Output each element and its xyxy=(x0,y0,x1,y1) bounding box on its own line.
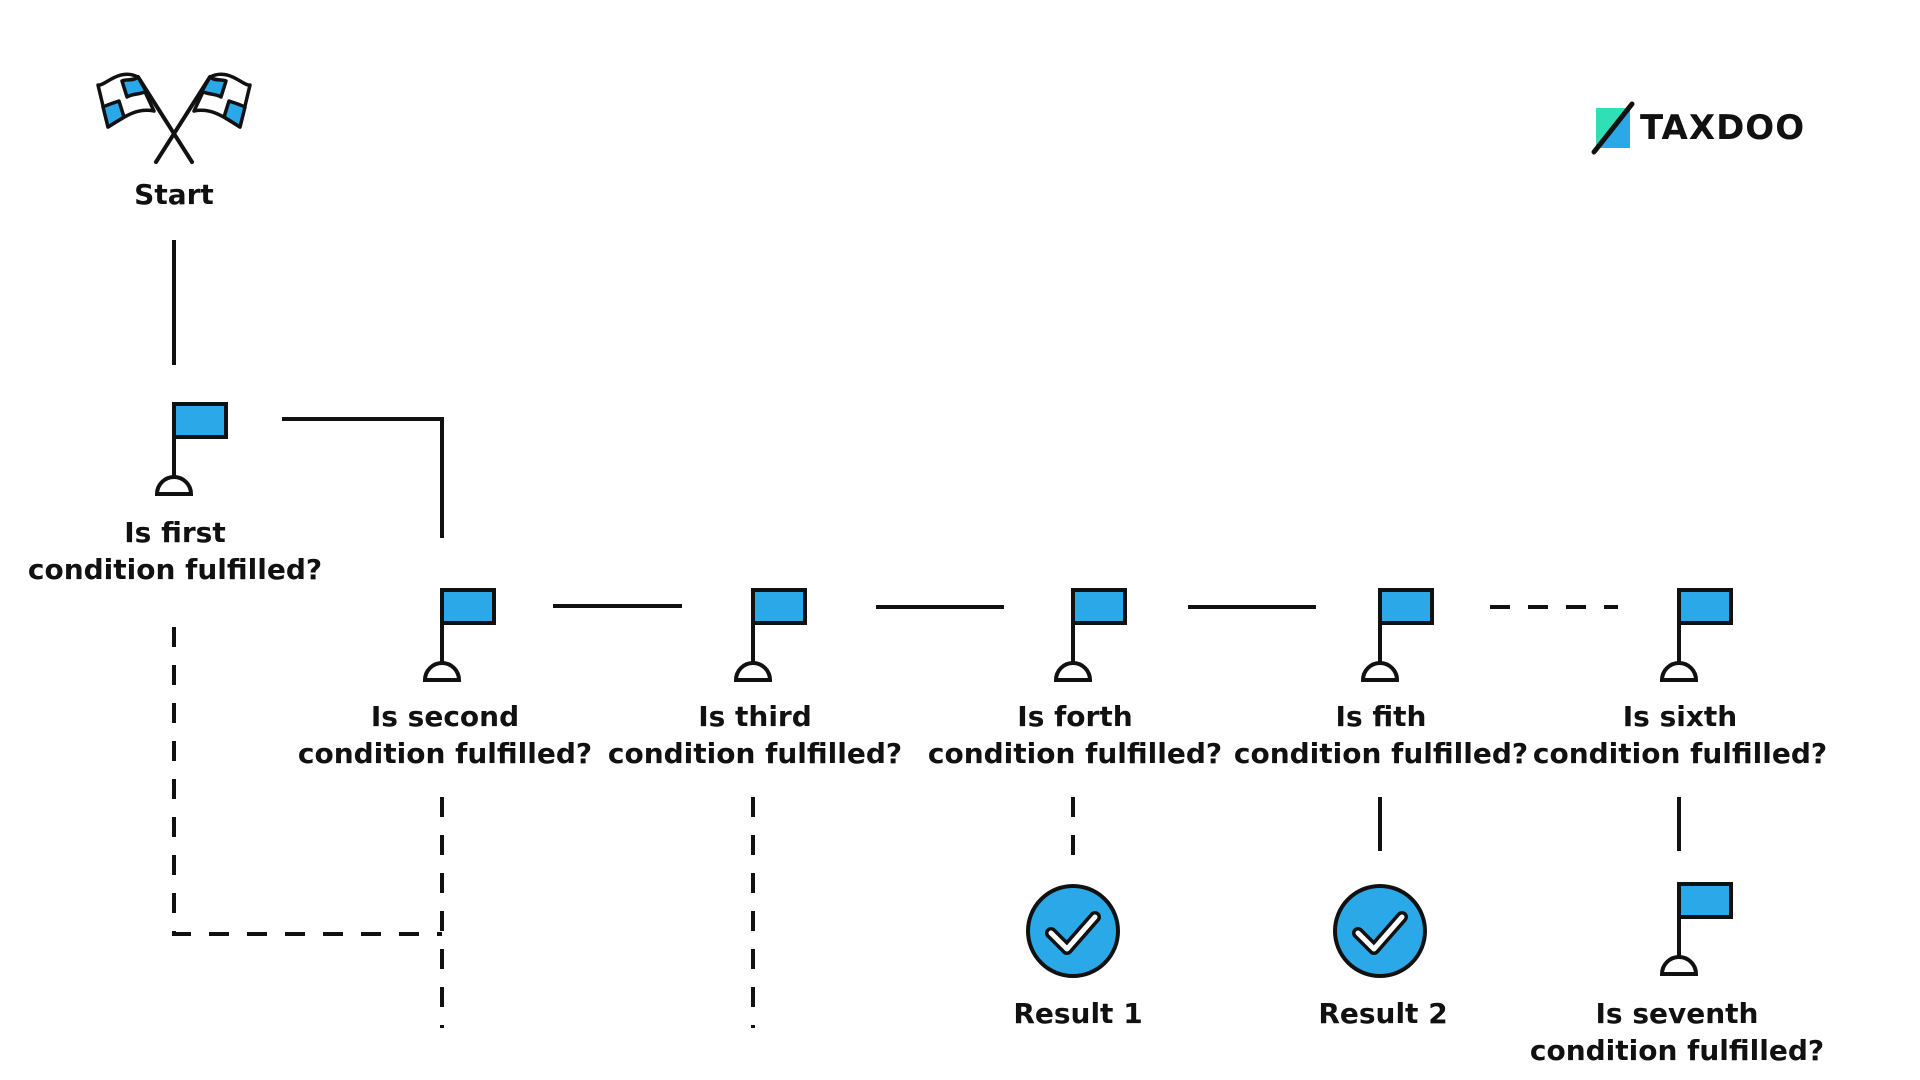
node-label-line: condition fulfilled? xyxy=(1532,737,1828,770)
check-circle-icon xyxy=(1333,884,1427,978)
node-label-c1: Is first condition fulfilled? xyxy=(28,514,322,588)
taxdoo-logo-mark xyxy=(1591,101,1635,155)
node-label-line: condition fulfilled? xyxy=(1233,737,1529,770)
node-label-line: Is forth xyxy=(1017,700,1133,733)
result-label-text: Result 2 xyxy=(1318,997,1448,1030)
node-label-line: Is third xyxy=(698,700,812,733)
connector-c1-c2 xyxy=(282,417,444,538)
start-label: Start xyxy=(134,176,214,213)
check-circle-icon xyxy=(1026,884,1120,978)
node-label-c3: Is third condition fulfilled? xyxy=(608,698,902,772)
connector-c1-no-dashed xyxy=(172,627,442,936)
node-label-c6: Is sixth condition fulfilled? xyxy=(1533,698,1827,772)
flag-icon xyxy=(1361,588,1434,682)
connectors xyxy=(172,240,1681,1028)
flag-icon xyxy=(1054,588,1127,682)
node-label-c7: Is seventh condition fulfilled? xyxy=(1530,995,1824,1069)
flag-icon xyxy=(1660,588,1733,682)
node-label-line: Is first xyxy=(124,516,226,549)
node-label-line: Is seventh xyxy=(1595,997,1759,1030)
node-label-line: Is fith xyxy=(1335,700,1427,733)
node-label-line: condition fulfilled? xyxy=(607,737,903,770)
result-label-text: Result 1 xyxy=(1013,997,1143,1030)
node-label-line: Is sixth xyxy=(1622,700,1738,733)
start-label-text: Start xyxy=(134,178,214,211)
node-label-line: condition fulfilled? xyxy=(27,553,323,586)
result-label-r1: Result 1 xyxy=(1013,995,1142,1032)
flag-icon xyxy=(1660,882,1733,976)
node-label-c4: Is forth condition fulfilled? xyxy=(928,698,1222,772)
brand-name: TAXDOO xyxy=(1640,108,1806,148)
node-label-line: condition fulfilled? xyxy=(927,737,1223,770)
result-label-r2: Result 2 xyxy=(1318,995,1447,1032)
node-label-c5: Is fith condition fulfilled? xyxy=(1234,698,1528,772)
checkered-flags-icon xyxy=(96,72,252,164)
node-label-line: Is second xyxy=(370,700,520,733)
node-label-c2: Is second condition fulfilled? xyxy=(298,698,592,772)
flag-icon xyxy=(734,588,807,682)
flag-icon xyxy=(423,588,496,682)
node-label-line: condition fulfilled? xyxy=(1529,1034,1825,1067)
node-label-line: condition fulfilled? xyxy=(297,737,593,770)
flag-icon xyxy=(155,402,228,496)
